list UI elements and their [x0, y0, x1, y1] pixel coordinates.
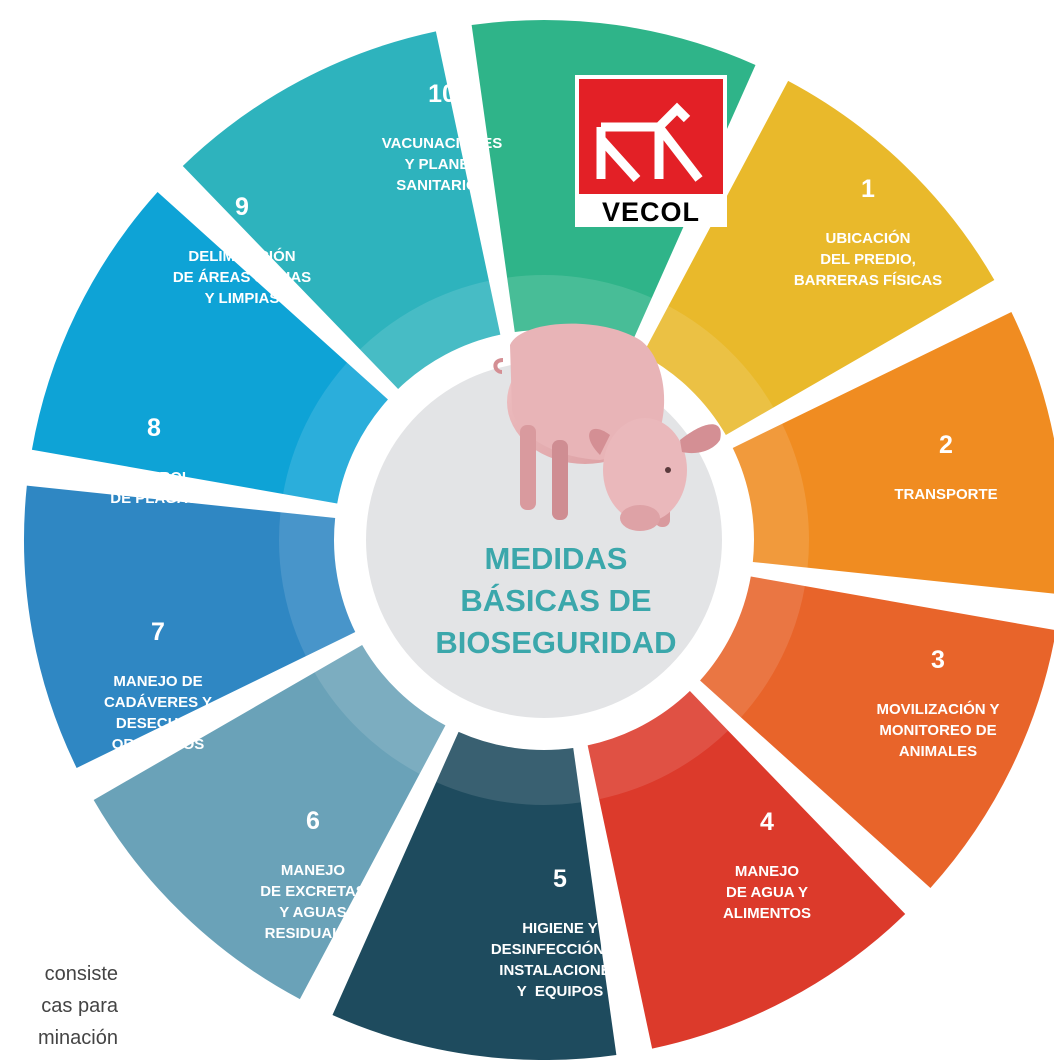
segment-label-line: DE PLAGAS	[110, 490, 198, 507]
segment-label-line: UBICACIÓN	[826, 229, 911, 247]
segment-label-line: HIGIENE Y	[522, 920, 598, 937]
segment-label-line: MANEJO DE	[113, 673, 202, 690]
segment-label-line: Y LIMPIAS	[205, 290, 280, 307]
segment-label-line: DE EXCRETAS	[260, 883, 366, 900]
segment-label-line: MONITOREO DE	[879, 722, 996, 739]
segment-label-line: SANITARIOS	[396, 177, 487, 194]
segment-label-line: DESINFECCIÓN DE	[491, 940, 629, 958]
segment-number: 3	[931, 646, 945, 674]
segment-highlight	[283, 362, 388, 504]
segment-1	[642, 80, 995, 435]
segment-label-line: DE AGUA Y	[726, 884, 808, 901]
pig-illustration	[493, 323, 721, 531]
segment-label-line: DEL PREDIO,	[820, 251, 916, 268]
segment-label-line: DESECHOS	[116, 715, 200, 732]
vecol-logo: VECOL	[575, 75, 727, 227]
segment-2	[732, 312, 1054, 594]
segment-number: 4	[760, 808, 774, 836]
segment-number: 5	[553, 865, 567, 893]
segment-label-line: BARRERAS FÍSICAS	[794, 272, 942, 289]
segment-highlight	[642, 306, 774, 435]
segment-number: 8	[147, 414, 161, 442]
segment-label-line: Y EQUIPOS	[517, 983, 603, 1000]
segment-8	[31, 192, 388, 504]
segment-highlight	[436, 731, 581, 805]
segment-label-line: INSTALACIONES	[499, 962, 620, 979]
segment-7	[23, 485, 356, 768]
segment-number: 2	[939, 431, 953, 459]
segment-highlight	[700, 576, 805, 718]
segment-6	[93, 645, 446, 1000]
vecol-brand-text: VECOL	[601, 197, 700, 227]
segment-label-line: DELIMITACIÓN	[188, 247, 295, 265]
segment-highlight	[279, 512, 356, 657]
segment-3	[700, 576, 1054, 888]
segment-highlight	[732, 423, 809, 568]
segment-number: 10	[428, 80, 456, 108]
segment-label-line: TRANSPORTE	[894, 486, 997, 503]
segment-highlight	[359, 280, 501, 389]
center-title: MEDIDAS BÁSICAS DE BIOSEGURIDAD	[435, 541, 676, 660]
segment-label-line: MOVILIZACIÓN Y	[876, 700, 999, 718]
segment-number: 7	[151, 618, 165, 646]
side-text-line: minación	[37, 1027, 118, 1049]
segment-highlight	[587, 691, 729, 800]
segment-label-line: MANEJO	[281, 862, 346, 879]
segment-number: 9	[235, 193, 249, 221]
segment-label-line: ALIMENTOS	[723, 905, 811, 922]
segment-label-line: DE ÁREAS SUCIAS	[173, 269, 311, 286]
segment-label-line: Y PLANES	[405, 156, 480, 173]
center-title-line: BIOSEGURIDAD	[435, 625, 676, 660]
segment-5	[332, 731, 617, 1060]
segment-label-line: ORGÁNICOS	[112, 736, 205, 753]
side-text-line: cas para	[41, 995, 118, 1017]
segment-label-line: CONTROL	[117, 469, 191, 486]
segment-label-line: RESIDUALES	[265, 925, 362, 942]
side-text-line: consiste	[44, 963, 118, 985]
segment-9	[182, 31, 501, 389]
segment-4	[587, 691, 906, 1049]
segment-label-line: Y AGUAS	[279, 904, 347, 921]
segment-number: 6	[306, 807, 320, 835]
segment-label-line: CADÁVERES Y	[104, 694, 212, 711]
vecol-animal-logo-icon	[579, 79, 723, 194]
segment-label-line: MANEJO	[735, 863, 800, 880]
segment-highlight	[314, 645, 446, 774]
segment-label-line: VACUNACIONES	[382, 135, 503, 152]
segment-number: 1	[861, 175, 875, 203]
center-title-line: MEDIDAS	[485, 541, 628, 576]
segment-label-line: ANIMALES	[899, 743, 977, 760]
center-title-line: BÁSICAS DE	[460, 583, 651, 618]
